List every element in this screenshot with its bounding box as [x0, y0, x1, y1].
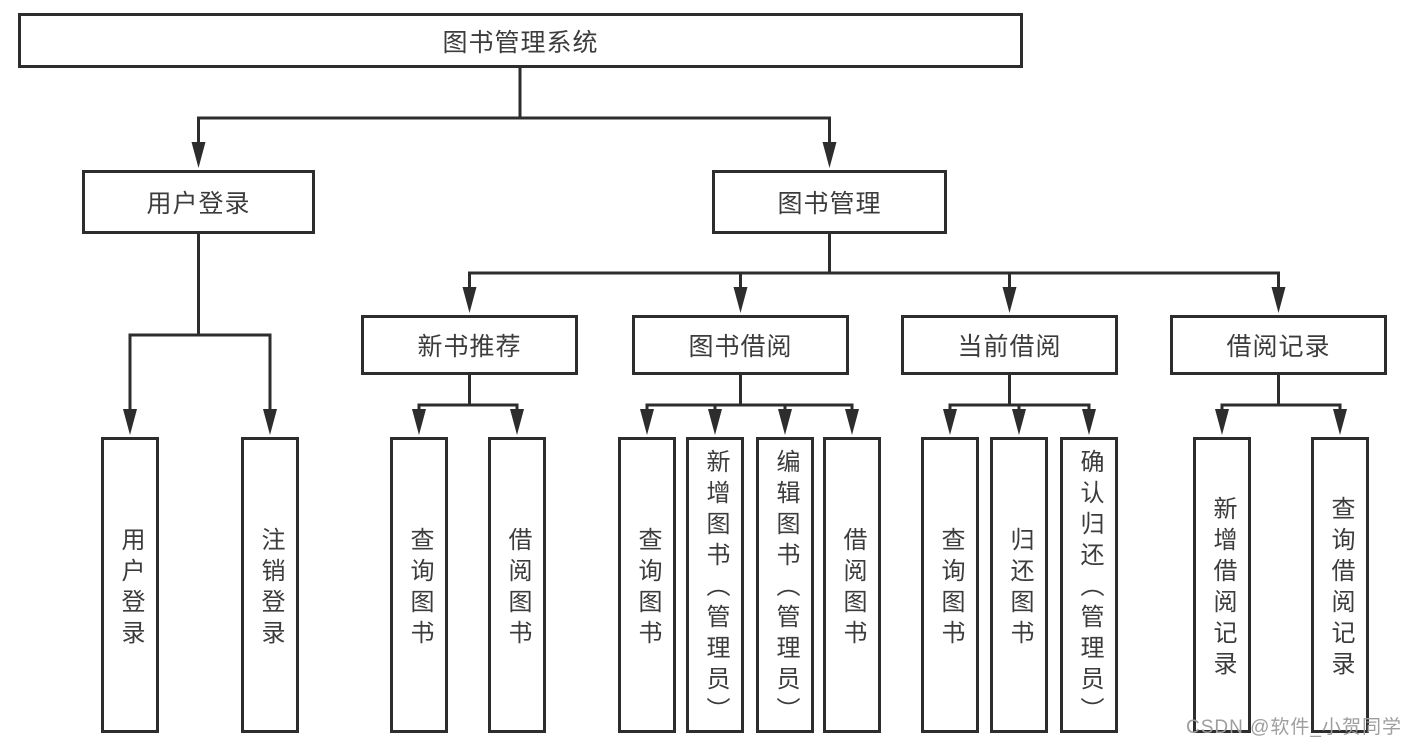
- connector-borrow-records-to-leaves: [1220, 375, 1342, 411]
- node-current-borrow: 当前借阅: [901, 315, 1118, 375]
- connector-root-to-level2: [197, 68, 831, 144]
- node-book-borrow-label: 图书借阅: [688, 333, 793, 361]
- leaf-borrow-books-recommend: 借阅图书: [488, 437, 546, 733]
- node-new-book-recommend: 新书推荐: [361, 315, 578, 375]
- leaf-add-book-admin: 新增图书（管理员）: [686, 437, 744, 733]
- leaf-return-books-label: 归还图书: [1006, 526, 1033, 651]
- connector-new-book-recommend-to-leaves: [417, 375, 519, 411]
- leaf-borrow-books: 借阅图书: [823, 437, 881, 733]
- node-current-borrow-label: 当前借阅: [957, 333, 1062, 361]
- node-borrow-records-label: 借阅记录: [1226, 333, 1331, 361]
- leaf-query-books-borrow-label: 查询图书: [634, 526, 661, 651]
- leaf-confirm-return-admin-label: 确认归还（管理员）: [1076, 449, 1103, 728]
- connector-book-borrow-to-leaves: [645, 375, 854, 411]
- leaf-logout-label: 注销登录: [257, 526, 284, 651]
- leaf-query-books-recommend: 查询图书: [390, 437, 448, 733]
- connector-book-management-to-level3: [468, 234, 1280, 289]
- node-user-login-label: 用户登录: [146, 190, 251, 218]
- node-book-management: 图书管理: [712, 170, 947, 234]
- leaf-query-books-current-label: 查询图书: [937, 526, 964, 651]
- leaf-query-books-recommend-label: 查询图书: [406, 526, 433, 651]
- leaf-user-login-label: 用户登录: [117, 526, 144, 651]
- leaf-query-books-borrow: 查询图书: [618, 437, 676, 733]
- connector-user-login-to-leaves: [128, 234, 272, 411]
- leaf-add-book-admin-label: 新增图书（管理员）: [702, 449, 729, 728]
- leaf-user-login: 用户登录: [101, 437, 159, 733]
- leaf-add-borrow-record-label: 新增借阅记录: [1209, 495, 1236, 682]
- leaf-query-borrow-record: 查询借阅记录: [1311, 437, 1369, 733]
- node-book-borrow: 图书借阅: [632, 315, 849, 375]
- node-book-management-label: 图书管理: [777, 190, 882, 218]
- node-root: 图书管理系统: [18, 13, 1023, 68]
- node-borrow-records: 借阅记录: [1170, 315, 1387, 375]
- csdn-watermark: CSDN @软件_小贺同学: [1186, 717, 1402, 738]
- leaf-logout: 注销登录: [241, 437, 299, 733]
- node-new-book-recommend-label: 新书推荐: [417, 333, 522, 361]
- leaf-edit-book-admin-label: 编辑图书（管理员）: [772, 449, 799, 728]
- node-user-login: 用户登录: [82, 170, 315, 234]
- leaf-query-borrow-record-label: 查询借阅记录: [1327, 495, 1354, 682]
- leaf-query-books-current: 查询图书: [921, 437, 979, 733]
- leaf-edit-book-admin: 编辑图书（管理员）: [756, 437, 814, 733]
- connector-current-borrow-to-leaves: [948, 375, 1091, 411]
- leaf-return-books: 归还图书: [990, 437, 1048, 733]
- arrowheads: [123, 142, 1347, 435]
- leaf-borrow-books-label: 借阅图书: [839, 526, 866, 651]
- node-root-label: 图书管理系统: [442, 28, 599, 57]
- leaf-borrow-books-recommend-label: 借阅图书: [504, 526, 531, 651]
- leaf-confirm-return-admin: 确认归还（管理员）: [1060, 437, 1118, 733]
- leaf-add-borrow-record: 新增借阅记录: [1193, 437, 1251, 733]
